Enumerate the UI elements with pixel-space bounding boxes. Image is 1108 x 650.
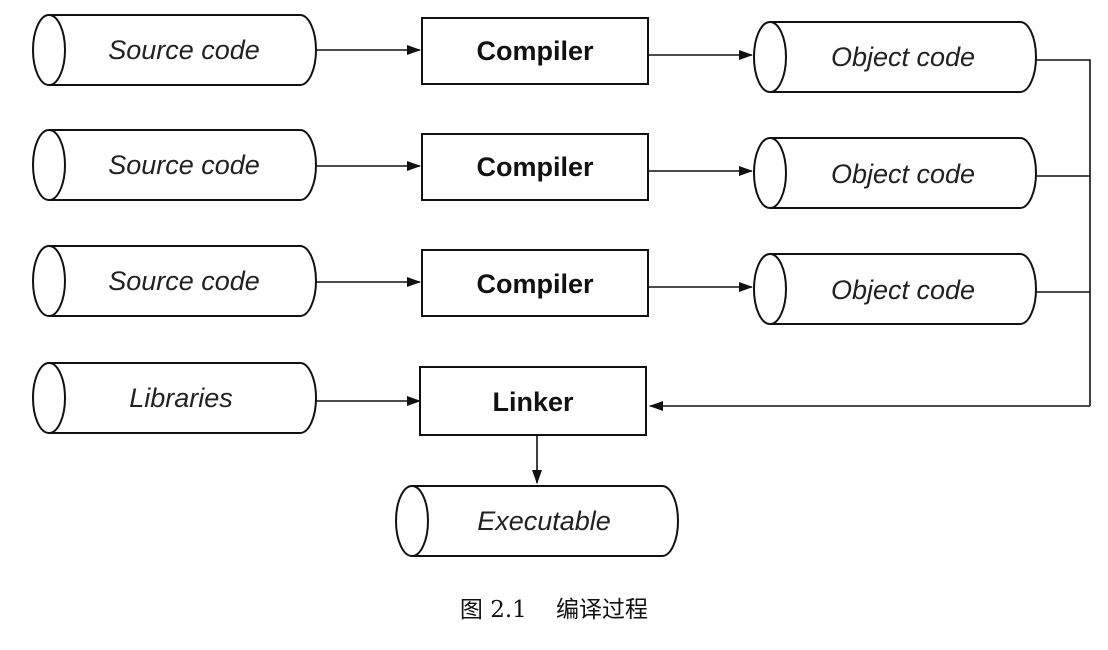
source-code-2: Source code (32, 129, 317, 201)
linker-label: Linker (492, 387, 574, 417)
object-code-label: Object code (831, 159, 975, 189)
linker: Linker (419, 366, 647, 436)
compiler-3: Compiler (421, 249, 649, 317)
libraries-label: Libraries (129, 383, 233, 413)
libraries: Libraries (32, 362, 317, 434)
compiler-1: Compiler (421, 17, 649, 85)
compiler-label: Compiler (476, 152, 594, 182)
compiler-2: Compiler (421, 133, 649, 201)
source-code-label: Source code (108, 266, 260, 296)
compiler-label: Compiler (476, 36, 594, 66)
source-code-3: Source code (32, 245, 317, 317)
object-code-3: Object code (753, 253, 1037, 325)
executable: Executable (395, 485, 679, 557)
object-code-1: Object code (753, 21, 1037, 93)
compiler-label: Compiler (476, 269, 594, 299)
executable-label: Executable (477, 506, 611, 536)
source-code-label: Source code (108, 150, 260, 180)
object-code-label: Object code (831, 275, 975, 305)
source-code-1: Source code (32, 14, 317, 86)
source-code-label: Source code (108, 35, 260, 65)
object-code-label: Object code (831, 42, 975, 72)
object-code-2: Object code (753, 137, 1037, 209)
figure-caption: 图 2.1 编译过程 (459, 597, 649, 623)
collector-line (1036, 59, 1091, 406)
